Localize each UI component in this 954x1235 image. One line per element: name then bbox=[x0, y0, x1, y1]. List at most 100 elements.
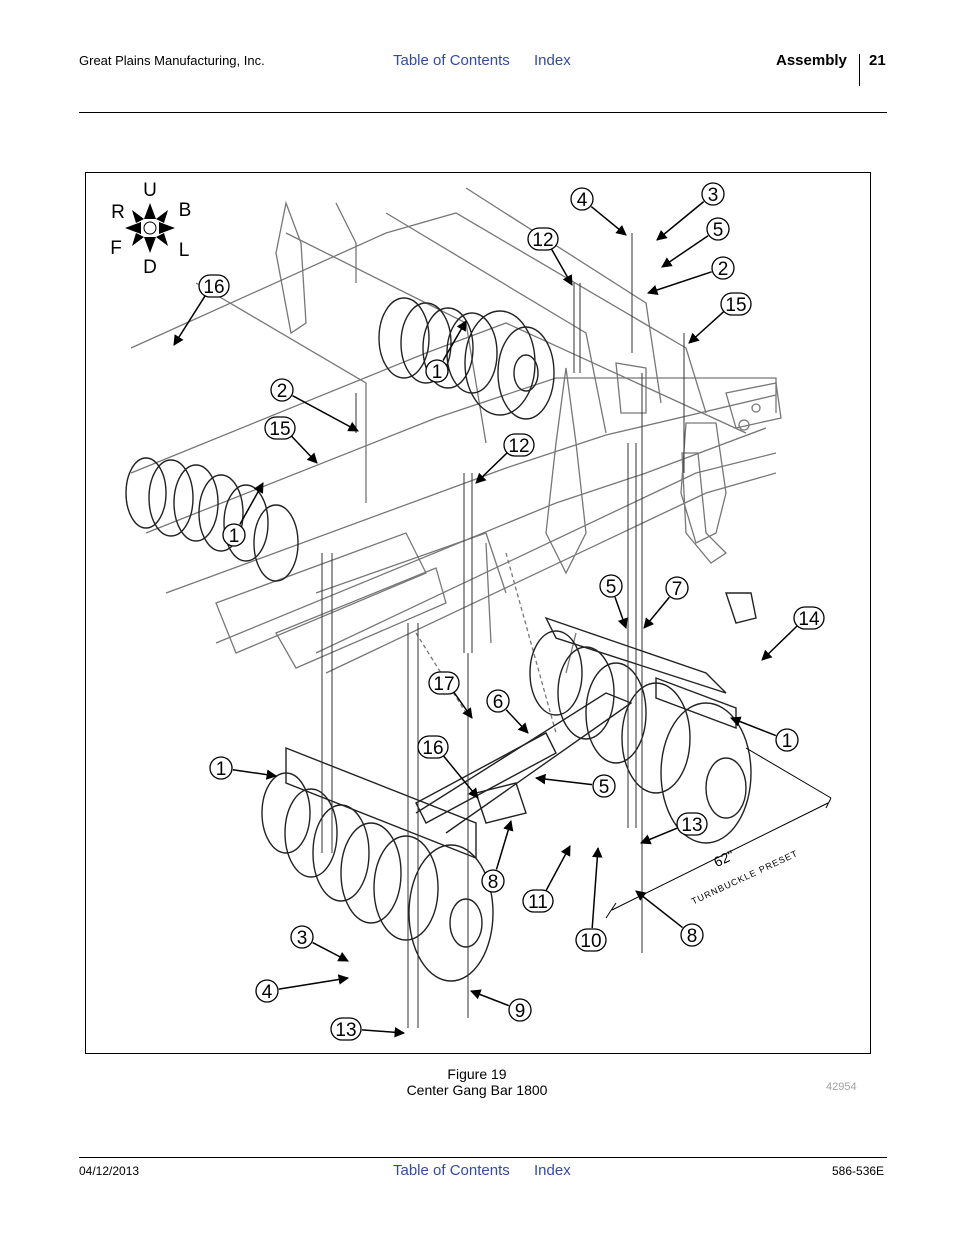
main-frame-illustration bbox=[130, 187, 782, 734]
callout-bubble-2 bbox=[701, 182, 725, 206]
callout-number-16: 17 bbox=[433, 674, 454, 695]
callout-leader-12 bbox=[239, 482, 264, 525]
compass-back-label: B bbox=[179, 200, 192, 221]
compass-up-label: U bbox=[143, 180, 157, 201]
callout-number-28: 4 bbox=[262, 982, 273, 1003]
callout-number-6: 16 bbox=[203, 277, 224, 298]
right-gang-assembly bbox=[529, 592, 757, 844]
callout-leader-15 bbox=[761, 625, 798, 661]
callout-number-2: 3 bbox=[708, 185, 719, 206]
callout-leader-17 bbox=[505, 709, 529, 734]
callout-number-8: 1 bbox=[432, 362, 443, 383]
callout-number-10: 15 bbox=[269, 419, 290, 440]
turnbuckle-dimension: 62" TURNBUCKLE PRESET bbox=[605, 747, 832, 919]
figure-number: Figure 19 bbox=[447, 1066, 507, 1082]
callout-bubble-14 bbox=[665, 576, 689, 600]
footer-date: 04/12/2013 bbox=[79, 1164, 140, 1178]
callout-bubble-7 bbox=[720, 292, 752, 316]
callout-leader-23 bbox=[495, 819, 514, 870]
compass-left-label: L bbox=[179, 240, 190, 261]
header-index-link[interactable]: Index bbox=[534, 52, 571, 69]
callout-leader-2 bbox=[656, 201, 705, 241]
left-gang-assembly bbox=[261, 692, 633, 982]
callout-number-20: 1 bbox=[216, 759, 227, 780]
callout-number-7: 15 bbox=[725, 295, 746, 316]
callout-number-15: 14 bbox=[798, 609, 820, 630]
callout-bubble-29 bbox=[508, 998, 532, 1022]
callout-bubble-22 bbox=[676, 812, 708, 836]
callout-leader-30 bbox=[361, 1027, 406, 1038]
callout-bubble-27 bbox=[290, 925, 314, 949]
left-disc-row bbox=[125, 457, 299, 582]
callout-bubble-5 bbox=[711, 256, 735, 280]
assembly-drawing: U D R B F L bbox=[110, 180, 832, 1041]
footer-toc-link[interactable]: Table of Contents bbox=[393, 1162, 510, 1179]
callout-leader-8 bbox=[442, 320, 467, 361]
callout-bubble-12 bbox=[222, 523, 246, 547]
callout-number-30: 13 bbox=[335, 1020, 356, 1041]
callout-leader-1 bbox=[590, 206, 627, 236]
callout-leader-10 bbox=[291, 435, 318, 464]
callout-leader-18 bbox=[443, 755, 479, 799]
company-name: Great Plains Manufacturing, Inc. bbox=[79, 53, 265, 68]
footer-doc-code: 586-536E bbox=[832, 1164, 885, 1178]
drawing-number: 42954 bbox=[826, 1081, 857, 1093]
callout-number-27: 3 bbox=[297, 928, 308, 949]
callout-bubble-8 bbox=[425, 359, 449, 383]
callout-bubble-21 bbox=[592, 774, 616, 798]
callout-leader-11 bbox=[475, 452, 508, 484]
callout-bubble-24 bbox=[522, 889, 554, 913]
callout-leader-9 bbox=[292, 395, 359, 432]
callout-leader-4 bbox=[661, 235, 709, 268]
callout-leader-21 bbox=[534, 773, 593, 786]
turnbuckle-distance: 62" bbox=[711, 847, 736, 870]
turnbuckle-label: TURNBUCKLE PRESET bbox=[690, 848, 800, 906]
callout-bubble-1 bbox=[570, 187, 594, 211]
callout-leader-19 bbox=[730, 716, 777, 737]
callout-number-1: 4 bbox=[577, 190, 588, 211]
callout-number-23: 8 bbox=[488, 872, 499, 893]
section-title: Assembly bbox=[776, 52, 847, 69]
callout-leader-6 bbox=[173, 295, 206, 346]
callout-leader-24 bbox=[545, 845, 571, 891]
callout-bubble-17 bbox=[486, 689, 510, 713]
compass-front-label: F bbox=[110, 238, 122, 259]
callout-number-25: 10 bbox=[580, 931, 601, 952]
compass-right-label: R bbox=[111, 202, 125, 223]
callout-leader-27 bbox=[312, 941, 349, 962]
callout-leader-13 bbox=[614, 597, 628, 629]
header-rule bbox=[79, 112, 887, 113]
callout-leader-25 bbox=[591, 846, 603, 929]
callout-number-11: 12 bbox=[508, 436, 529, 457]
callout-bubble-6 bbox=[198, 274, 230, 298]
callout-bubble-15 bbox=[793, 606, 825, 630]
footer-index-link[interactable]: Index bbox=[534, 1162, 571, 1179]
footer-rule bbox=[79, 1157, 887, 1158]
callout-bubble-3 bbox=[527, 227, 559, 251]
callout-bubble-16 bbox=[428, 671, 460, 695]
callout-bubble-19 bbox=[775, 728, 799, 752]
callout-leader-20 bbox=[232, 768, 278, 780]
callout-bubble-4 bbox=[706, 217, 730, 241]
header-toc-link[interactable]: Table of Contents bbox=[393, 52, 510, 69]
callout-bubble-23 bbox=[481, 869, 505, 893]
direction-compass-icon: U D R B F L bbox=[110, 180, 191, 278]
callout-bubble-28 bbox=[255, 979, 279, 1003]
header-divider bbox=[859, 54, 860, 86]
callout-number-13: 5 bbox=[606, 577, 617, 598]
callout-number-4: 5 bbox=[713, 220, 724, 241]
compass-down-label: D bbox=[143, 257, 157, 278]
callout-bubble-25 bbox=[575, 928, 607, 952]
callout-leader-29 bbox=[470, 989, 510, 1007]
callout-leader-26 bbox=[635, 890, 684, 929]
callout-leader-14 bbox=[643, 596, 670, 629]
callout-leader-16 bbox=[453, 691, 473, 719]
callout-leader-7 bbox=[688, 311, 725, 344]
figure-title: Center Gang Bar 1800 bbox=[406, 1082, 548, 1098]
callout-number-3: 12 bbox=[532, 230, 553, 251]
callout-number-12: 1 bbox=[229, 526, 240, 547]
callout-bubble-18 bbox=[417, 735, 449, 759]
callout-number-17: 6 bbox=[493, 692, 504, 713]
callout-bubble-11 bbox=[503, 433, 535, 457]
